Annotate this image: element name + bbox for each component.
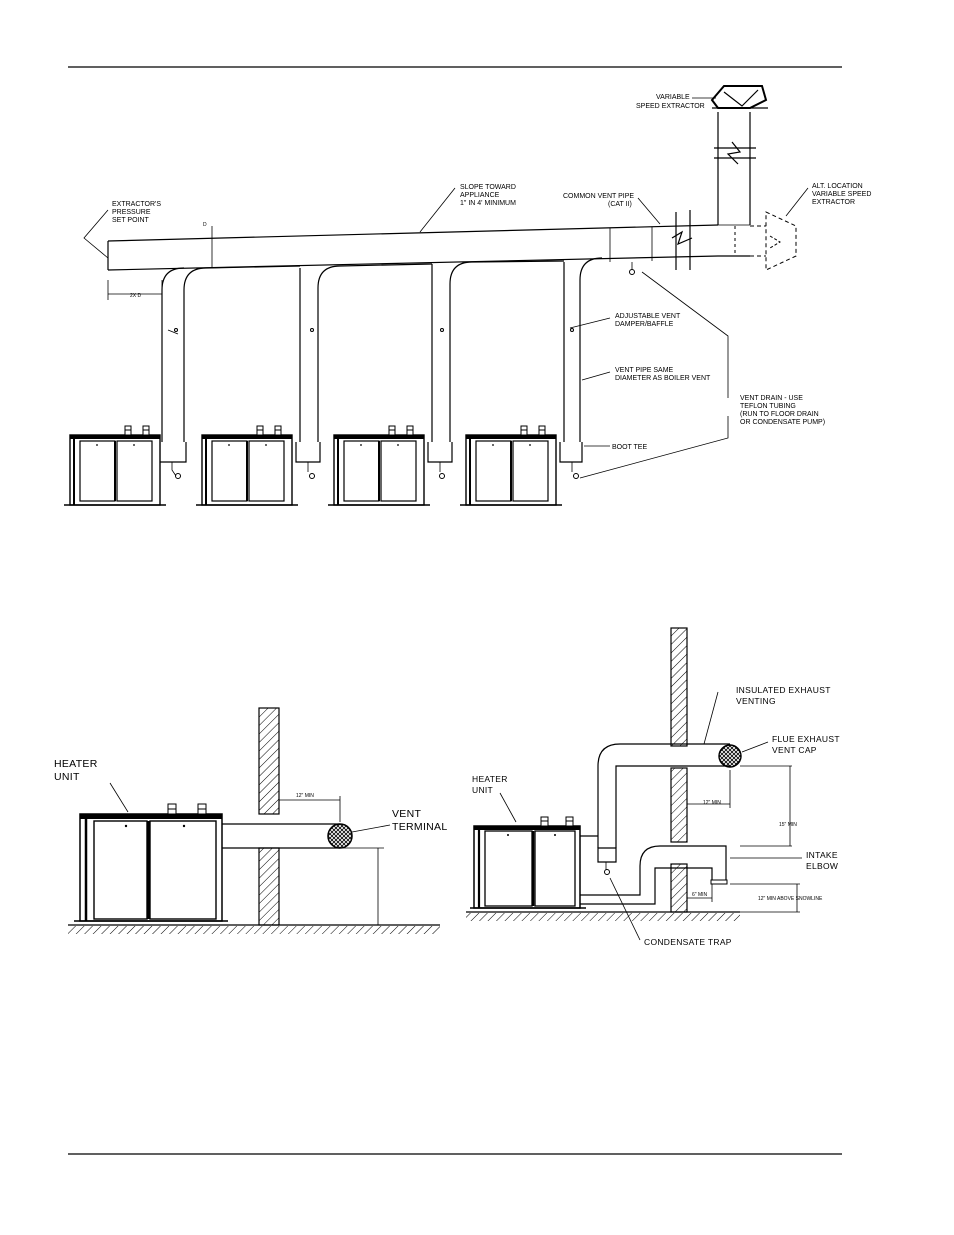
label-insulated-2: VENTING (736, 696, 776, 706)
label-heater-unit-right-2: UNIT (472, 785, 493, 795)
label-above-snowline: 12" MIN ABOVE SNOWLINE (758, 896, 823, 902)
label-vent-terminal-2: TERMINAL (392, 821, 448, 833)
heater-unit-3 (327, 425, 431, 506)
label-alt-location-1: ALT. LOCATION (812, 183, 863, 190)
label-heater-unit-left-1: HEATER (54, 758, 98, 770)
vent-pipe-1 (161, 267, 207, 442)
label-insulated-1: INSULATED EXHAUST (736, 685, 831, 695)
label-12-min-right: 12" MIN (703, 800, 721, 806)
boot-tee-3 (427, 442, 453, 479)
bottom-right-diagram (466, 627, 802, 941)
bottom-left-diagram (68, 707, 440, 934)
bottom-left-labels: HEATER UNIT VENT TERMINAL 12" MIN (54, 758, 448, 833)
label-flue-cap-2: VENT CAP (772, 745, 817, 755)
heater-unit-left (74, 803, 228, 922)
label-alt-location-2: VARIABLE SPEED (812, 191, 871, 198)
label-intake-2: ELBOW (806, 861, 838, 871)
label-slope-1: SLOPE TOWARD (460, 184, 516, 191)
label-set-point-2: PRESSURE (112, 209, 151, 216)
label-vent-terminal-1: VENT (392, 808, 421, 820)
label-slope-3: 1" IN 4' MINIMUM (460, 200, 516, 207)
vent-pipe-4 (563, 257, 603, 442)
label-set-point-1: EXTRACTOR'S (112, 201, 161, 208)
dim-d: D (203, 222, 207, 228)
label-heater-unit-left-2: UNIT (54, 771, 80, 783)
label-variable-extractor-2: SPEED EXTRACTOR (636, 103, 705, 110)
top-labels: VARIABLE SPEED EXTRACTOR SLOPE TOWARD AP… (112, 94, 871, 451)
heater-unit-1 (63, 425, 167, 506)
label-condensate-trap: CONDENSATE TRAP (644, 937, 732, 947)
label-vent-pipe-1: VENT PIPE SAME (615, 367, 674, 374)
heater-unit-4 (459, 425, 563, 506)
heater-unit-right (470, 816, 586, 909)
boot-tee-1 (157, 442, 187, 479)
label-set-point-3: SET POINT (112, 217, 150, 224)
label-heater-unit-right-1: HEATER (472, 774, 508, 784)
label-vent-pipe-2: DIAMETER AS BOILER VENT (615, 375, 711, 382)
flue-exhaust-vent-cap (718, 744, 742, 768)
label-vent-drain-1: VENT DRAIN - USE (740, 395, 803, 402)
label-slope-2: APPLIANCE (460, 192, 500, 199)
label-vent-drain-3: (RUN TO FLOOR DRAIN (740, 411, 819, 418)
boot-tee-4 (559, 442, 583, 479)
label-flue-cap-1: FLUE EXHAUST (772, 734, 840, 744)
label-vent-drain-4: OR CONDENSATE PUMP) (740, 419, 825, 426)
label-15-min: 15" MIN (779, 822, 797, 828)
label-variable-extractor-1: VARIABLE (656, 94, 690, 101)
label-common-vent-2: (CAT II) (608, 201, 632, 208)
label-damper-2: DAMPER/BAFFLE (615, 321, 674, 328)
label-boot-tee: BOOT TEE (612, 444, 647, 451)
label-intake-1: INTAKE (806, 850, 838, 860)
label-12-min-left: 12" MIN (296, 793, 314, 799)
bottom-right-labels: INSULATED EXHAUST VENTING FLUE EXHAUST V… (472, 685, 840, 947)
boot-tee-2 (295, 442, 321, 479)
vent-pipe-3 (431, 261, 473, 442)
label-damper-1: ADJUSTABLE VENT (615, 313, 681, 320)
label-6-min: 6" MIN (692, 892, 707, 898)
label-common-vent-1: COMMON VENT PIPE (563, 193, 634, 200)
label-alt-location-3: EXTRACTOR (812, 199, 855, 206)
label-vent-drain-2: TEFLON TUBING (740, 403, 796, 410)
vent-pipe-2 (299, 265, 341, 442)
dim-2x-d: 2X D (130, 293, 142, 299)
top-diagram-common-venting: 2X D D (63, 85, 809, 506)
vent-terminal-cap (327, 823, 353, 849)
heater-unit-2 (195, 425, 299, 506)
